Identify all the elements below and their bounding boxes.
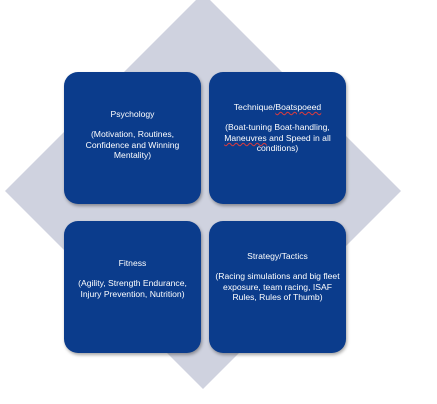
- technique-description-part2: and Speed in all conditions): [256, 132, 331, 154]
- psychology-description: (Motivation, Routines, Confidence and Wi…: [85, 129, 180, 161]
- psychology-box: Psychology (Motivation, Routines, Confid…: [64, 72, 201, 204]
- strategy-title: Strategy/Tactics: [247, 251, 308, 261]
- technique-title-misspelled: Boatspoeed: [275, 102, 322, 112]
- fitness-box: Fitness (Agility, Strength Endurance, In…: [64, 221, 201, 353]
- technique-description: (Boat-tuning Boat-handling, Maneuvres an…: [215, 122, 340, 153]
- technique-title: Technique/Boatspoeed: [215, 102, 340, 112]
- technique-description-misspelled: Maneuvres: [224, 132, 267, 143]
- fitness-title: Fitness: [118, 258, 147, 268]
- strategy-box: Strategy/Tactics (Racing simulations and…: [209, 221, 346, 353]
- technique-description-part1: (Boat-tuning Boat-handling,: [225, 122, 330, 133]
- technique-title-prefix: Technique/: [233, 102, 276, 112]
- strategy-description: (Racing simulations and big fleet exposu…: [215, 271, 340, 303]
- technique-box: Technique/Boatspoeed (Boat-tuning Boat-h…: [209, 72, 346, 204]
- psychology-title: Psychology: [110, 109, 155, 119]
- fitness-description: (Agility, Strength Endurance, Injury Pre…: [78, 278, 187, 299]
